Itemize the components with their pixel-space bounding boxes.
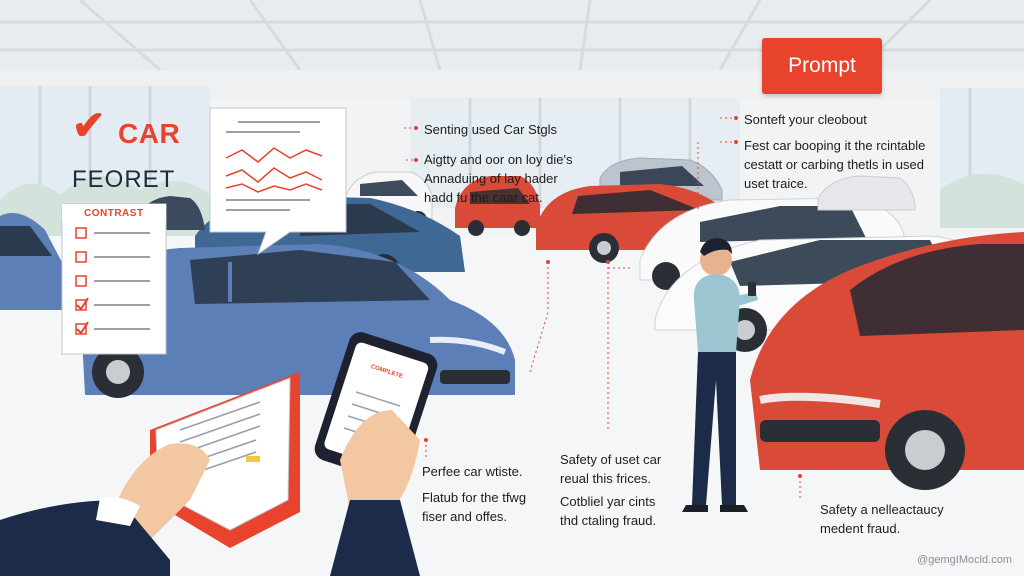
annotation-line: fiser and offes. bbox=[422, 509, 508, 524]
annotation-4: Fest car booping it the rcintable cestat… bbox=[744, 136, 925, 193]
annotation-line: reual this frices. bbox=[560, 471, 652, 486]
annotation-line: Sonteft your cleobout bbox=[744, 112, 867, 127]
annotation-line: thd ctaling fraud. bbox=[560, 513, 657, 528]
annotation-line: Flatub for the tfwg bbox=[422, 490, 527, 505]
annotation-line: hadd fu the caar cat. bbox=[424, 190, 543, 205]
annotation-line: medent fraud. bbox=[820, 521, 901, 536]
annotation-7: Safety of uset car reual this frices. bbox=[560, 450, 661, 488]
annotation-6: Flatub for the tfwg fiser and offes. bbox=[422, 488, 526, 526]
salesperson-figure bbox=[682, 238, 758, 512]
annotation-8: Cotbliel yar cints thd ctaling fraud. bbox=[560, 492, 656, 530]
annotation-1: Senting used Car Stgls bbox=[424, 120, 557, 139]
contract-title: CONTRAST bbox=[84, 208, 144, 219]
annotation-line: Cotbliel yar cints bbox=[560, 494, 656, 509]
contract-checklist bbox=[61, 203, 167, 355]
annotation-line: Annaduing of lay hader bbox=[424, 171, 558, 186]
annotation-line: Safety of uset car bbox=[560, 452, 662, 467]
annotation-line: Fest car booping it the rcintable bbox=[744, 138, 926, 153]
annotation-9: Safety a nelleactaucy medent fraud. bbox=[820, 500, 944, 538]
annotation-line: Aigtty and oor on loy die's bbox=[424, 152, 573, 167]
annotation-3: Sonteft your cleobout bbox=[744, 110, 867, 129]
watermark: @gemgIMocld.com bbox=[917, 554, 1012, 566]
prompt-button[interactable]: Prompt bbox=[762, 38, 882, 94]
chart-speech-bubble bbox=[209, 107, 347, 256]
annotation-connectors bbox=[404, 117, 801, 500]
annotation-line: cestatt or carbing thetls in used bbox=[744, 157, 924, 172]
annotation-5: Perfee car wtiste. bbox=[422, 462, 522, 481]
hand-holding-document bbox=[0, 372, 300, 576]
hand-holding-phone bbox=[314, 332, 438, 576]
logo-title: CAR bbox=[118, 118, 181, 149]
annotation-line: Safety a nelleactaucy bbox=[820, 502, 944, 517]
annotation-line: Senting used Car Stgls bbox=[424, 122, 557, 137]
annotation-2: Aigtty and oor on loy die's Annaduing of… bbox=[424, 150, 572, 207]
car-red-back bbox=[455, 176, 540, 236]
car-red-main bbox=[750, 232, 1024, 490]
car-blue-left bbox=[0, 213, 65, 310]
logo-subtitle: FEORET bbox=[72, 166, 176, 193]
car-grey-right bbox=[817, 175, 916, 211]
checkmark-icon: ✔ bbox=[72, 104, 106, 148]
annotation-line: Perfee car wtiste. bbox=[422, 464, 523, 479]
annotation-line: uset traice. bbox=[744, 176, 808, 191]
